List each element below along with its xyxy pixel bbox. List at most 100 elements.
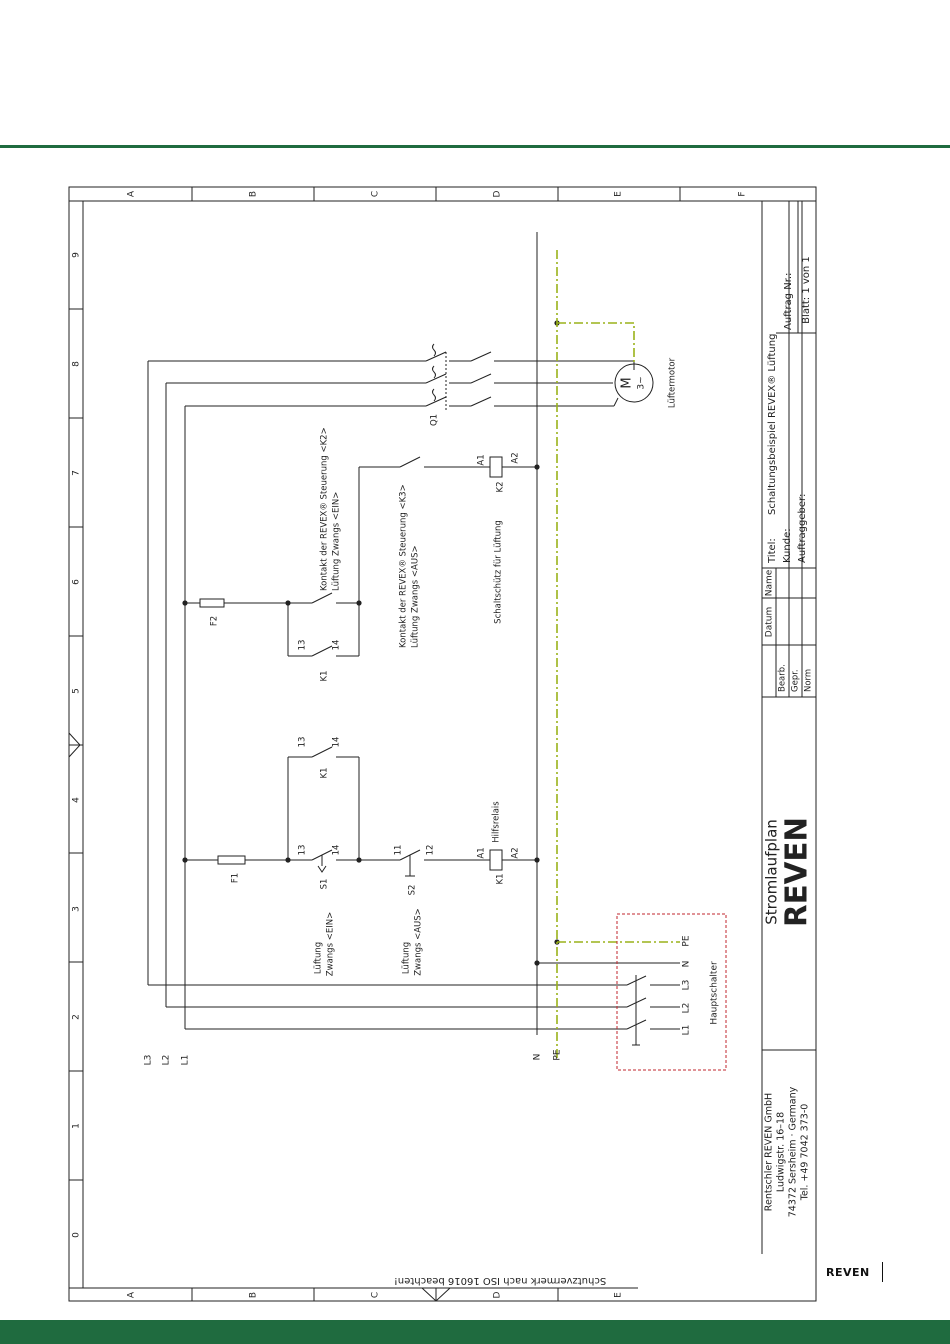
k3-contact-desc-2: Lüftung Zwangs <AUS> (411, 545, 421, 648)
k1-hold-terminal-14: 14 (332, 737, 342, 748)
auftraggeber-label: Auftraggeber: (797, 494, 808, 563)
k2-coil-tag: K2 (496, 482, 506, 493)
motor-phase: 3~ (637, 376, 647, 389)
header-name: Name (765, 569, 775, 596)
rail-label-l1: L1 (181, 1055, 191, 1066)
k2-contact-desc-1: Kontakt der REVEX® Steuerung <K2> (320, 427, 330, 591)
junctions (182, 320, 560, 966)
brand-logo: REVEN (780, 817, 815, 927)
sheet-count: Blatt: 1 von 1 (801, 256, 812, 324)
titel-label: Titel: (767, 538, 778, 564)
k2-coil-a1: A1 (477, 454, 487, 465)
s1-terminal-13: 13 (298, 845, 308, 856)
plan-title: Stromlaufplan (763, 819, 781, 925)
grid-number-0: 0 (72, 1232, 82, 1238)
footer-band (0, 1320, 950, 1344)
main-switch-terminal-pe: PE (682, 935, 692, 946)
s2-desc-1: Lüftung (402, 942, 412, 974)
k3-contact-desc-1: Kontakt der REVEX® Steuerung <K3> (399, 484, 409, 648)
main-switch-enclosure (616, 913, 727, 1071)
main-switch-terminal-n: N (682, 961, 692, 968)
grid-number-1: 1 (72, 1123, 82, 1129)
grid-letter-f: F (738, 191, 748, 196)
rail-label-pe: PE (553, 1049, 563, 1060)
row-norm: Norm (804, 669, 814, 692)
k1-hold-tag: K1 (320, 768, 330, 779)
company-street: Ludwigstr. 16–18 (776, 1112, 787, 1192)
grid-letter-e-bottom: E (614, 1292, 624, 1298)
k1-contact2-terminal-13: 13 (298, 640, 308, 651)
fuse-f1-tag: F1 (231, 873, 241, 883)
k2-coil-a2: A2 (511, 452, 521, 463)
grid-letter-b: B (249, 191, 259, 197)
grid-number-2: 2 (72, 1014, 82, 1020)
row-bearb: Bearb. (778, 664, 788, 692)
rail-label-l3: L3 (144, 1055, 154, 1066)
grid-number-5: 5 (72, 688, 82, 694)
k2-coil-desc: Schaltschütz für Lüftung (494, 520, 504, 624)
protection-note: Schutzvermerk nach ISO 16016 beachten! (394, 1275, 606, 1286)
grid-letter-e: E (614, 191, 624, 197)
k1-coil-a1: A1 (477, 847, 487, 858)
motor-desc: Lüftermotor (668, 357, 678, 408)
k1-coil-desc: Hilfsrelais (492, 801, 502, 843)
auftrag-nr-label: Auftrag Nr.: (783, 273, 794, 330)
grid-number-3: 3 (72, 906, 82, 912)
main-switch-label: Hauptschalter (710, 961, 720, 1025)
grid-ticks (69, 187, 681, 1301)
fuse-f2-tag: F2 (210, 616, 220, 626)
title-block: Stromlaufplan REVEN Rentschler REVEN Gmb… (763, 256, 815, 1217)
q1-tag: Q1 (430, 414, 440, 426)
rail-labels: L3 L2 L1 N PE (144, 1049, 563, 1065)
s2-desc-2: Zwangs <AUS> (414, 908, 424, 976)
wiring (147, 232, 680, 1046)
k1-coil-a2: A2 (511, 847, 521, 858)
grid-letters-top: A B C D E F (127, 190, 748, 197)
motor-symbol: M (620, 377, 635, 388)
rail-label-n: N (533, 1054, 543, 1061)
grid-letter-d: D (493, 190, 503, 197)
s2-tag: S2 (408, 885, 418, 896)
s2-terminal-12: 12 (426, 845, 436, 856)
s1-desc-1: Lüftung (314, 942, 324, 974)
footer-divider (882, 1262, 883, 1282)
k1-hold-terminal-13: 13 (298, 737, 308, 748)
titel-value: Schaltungsbeispiel REVEX® Lüftung (767, 334, 778, 515)
grid-letters-bottom: A B C D E (127, 1291, 624, 1298)
company-city: 74372 Sersheim · Germany (788, 1086, 799, 1217)
main-switch-terminal-l1: L1 (682, 1025, 692, 1036)
company-phone: Tel. +49 7042 373-0 (800, 1104, 811, 1202)
company-name: Rentschler REVEN GmbH (764, 1093, 775, 1211)
grid-letter-a-bottom: A (127, 1291, 137, 1298)
s1-tag: S1 (320, 879, 330, 890)
header-rule (0, 145, 950, 148)
grid-number-6: 6 (72, 579, 82, 585)
grid-letter-c-bottom: C (371, 1292, 381, 1298)
k1-coil-tag: K1 (496, 874, 506, 885)
row-gepr: Gepr. (791, 669, 801, 692)
k1-contact2-terminal-14: 14 (332, 640, 342, 651)
pe-conductor (556, 250, 680, 1060)
grid-number-8: 8 (72, 361, 82, 367)
grid-number-4: 4 (72, 797, 82, 803)
footer-logo: REVEN (826, 1266, 870, 1279)
s1-desc-2: Zwangs <EIN> (326, 912, 336, 976)
component-labels: F1 F2 13 14 S1 Lüftung Zwangs <EIN> 11 1… (210, 357, 678, 976)
main-switch-terminal-l2: L2 (682, 1003, 692, 1014)
k1-contact2-tag: K1 (320, 671, 330, 682)
rail-label-l2: L2 (162, 1055, 172, 1066)
grid-letter-d-bottom: D (493, 1291, 503, 1298)
grid-number-9: 9 (72, 252, 82, 258)
kunde-label: Kunde: (782, 528, 793, 563)
s1-terminal-14: 14 (332, 845, 342, 856)
grid-letter-b-bottom: B (249, 1292, 259, 1298)
grid-letter-c: C (371, 191, 381, 197)
main-switch-terminal-l3: L3 (682, 980, 692, 991)
grid-number-7: 7 (72, 470, 82, 476)
title-block-frame (762, 201, 816, 1051)
grid-numbers-left: 0 1 2 3 4 5 6 7 8 9 (72, 252, 82, 1238)
s2-terminal-11: 11 (394, 845, 404, 856)
header-datum: Datum (765, 607, 775, 637)
k2-contact-desc-2: Lüftung Zwangs <EIN> (332, 492, 342, 591)
